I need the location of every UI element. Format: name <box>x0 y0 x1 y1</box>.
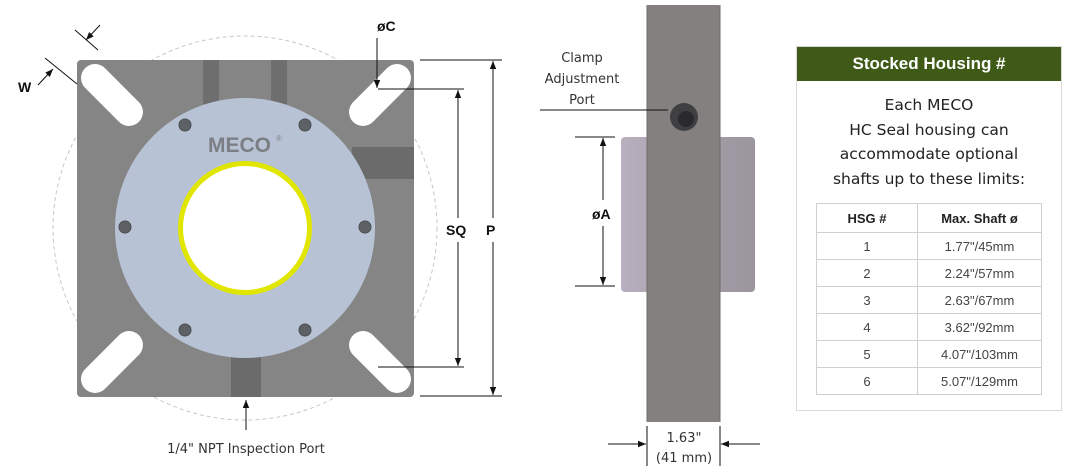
bolt <box>118 220 132 234</box>
inspection-port-channel <box>231 356 261 397</box>
dim-sq-label: SQ <box>446 222 466 238</box>
bolt <box>178 323 192 337</box>
clamp-callout-line2: Adjustment <box>545 72 620 87</box>
front-view: MECO ® W øC SQ P 1/4" NPT Inspection Por… <box>18 18 502 457</box>
clamp-callout-line1: Clamp <box>561 51 603 66</box>
table-row: 1 1.77"/45mm <box>816 232 1042 260</box>
hsg-cell: 4 <box>816 313 918 341</box>
table-row: 5 4.07"/103mm <box>816 340 1042 368</box>
hsg-cell: 5 <box>816 340 918 368</box>
clamp-port-inner <box>678 111 694 127</box>
meco-logo: MECO <box>208 134 271 157</box>
hsg-cell: 3 <box>816 286 918 314</box>
bolt-circle-outline <box>52 35 438 421</box>
description-line: accommodate optional <box>839 145 1019 163</box>
panel-description: Each MECO HC Seal housing can accommodat… <box>805 93 1053 191</box>
slot-top-right <box>349 64 411 126</box>
shaft-cell: 1.77"/45mm <box>917 232 1042 260</box>
top-groove-left <box>203 60 219 104</box>
bolt <box>298 118 312 132</box>
slot-bottom-left <box>81 331 143 393</box>
shaft-limits-table: HSG # Max. Shaft ø 1 1.77"/45mm 2 2.24"/… <box>816 203 1042 395</box>
header-max-shaft: Max. Shaft ø <box>917 203 1042 233</box>
table-header-row: HSG # Max. Shaft ø <box>816 203 1042 233</box>
dim-w-label: W <box>18 79 32 95</box>
bolt <box>298 323 312 337</box>
hsg-cell: 6 <box>816 367 918 395</box>
hsg-cell: 1 <box>816 232 918 260</box>
shaft-cell: 4.07"/103mm <box>917 340 1042 368</box>
registered-mark: ® <box>276 134 282 143</box>
description-line: shafts up to these limits: <box>832 169 1026 188</box>
slot-top-left <box>81 64 143 126</box>
description-line: Each MECO <box>884 96 974 114</box>
bolt <box>178 118 192 132</box>
side-view: Clamp Adjustment Port øA 1.63" (41 mm) <box>540 5 760 466</box>
shaft-cell: 3.62"/92mm <box>917 313 1042 341</box>
clamp-callout-line3: Port <box>569 93 595 108</box>
bolt <box>358 220 372 234</box>
shaft-cell: 5.07"/129mm <box>917 367 1042 395</box>
panel-title: Stocked Housing # <box>797 47 1061 81</box>
flange <box>647 5 720 422</box>
table-row: 3 2.63"/67mm <box>816 286 1042 314</box>
shaft-cell: 2.24"/57mm <box>917 259 1042 287</box>
table-row: 2 2.24"/57mm <box>816 259 1042 287</box>
bolt-set <box>118 118 372 337</box>
stocked-housing-panel: Stocked Housing # Each MECO HC Seal hous… <box>796 46 1062 411</box>
dim-width-in: 1.63" <box>667 431 702 446</box>
dim-c-label: øC <box>377 18 396 34</box>
slot-bottom-right <box>349 331 411 393</box>
dim-width-mm: (41 mm) <box>656 451 712 466</box>
table-row: 6 5.07"/129mm <box>816 367 1042 395</box>
description-line: HC Seal housing can <box>849 120 1009 139</box>
dim-a-label: øA <box>592 206 611 222</box>
hsg-cell: 2 <box>816 259 918 287</box>
top-groove-right <box>271 60 287 104</box>
inspection-port-callout: 1/4" NPT Inspection Port <box>167 442 325 457</box>
dim-p-label: P <box>486 222 495 238</box>
header-hsg: HSG # <box>816 203 918 233</box>
shaft-bore <box>183 166 307 290</box>
shaft-cell: 2.63"/67mm <box>917 286 1042 314</box>
table-row: 4 3.62"/92mm <box>816 313 1042 341</box>
